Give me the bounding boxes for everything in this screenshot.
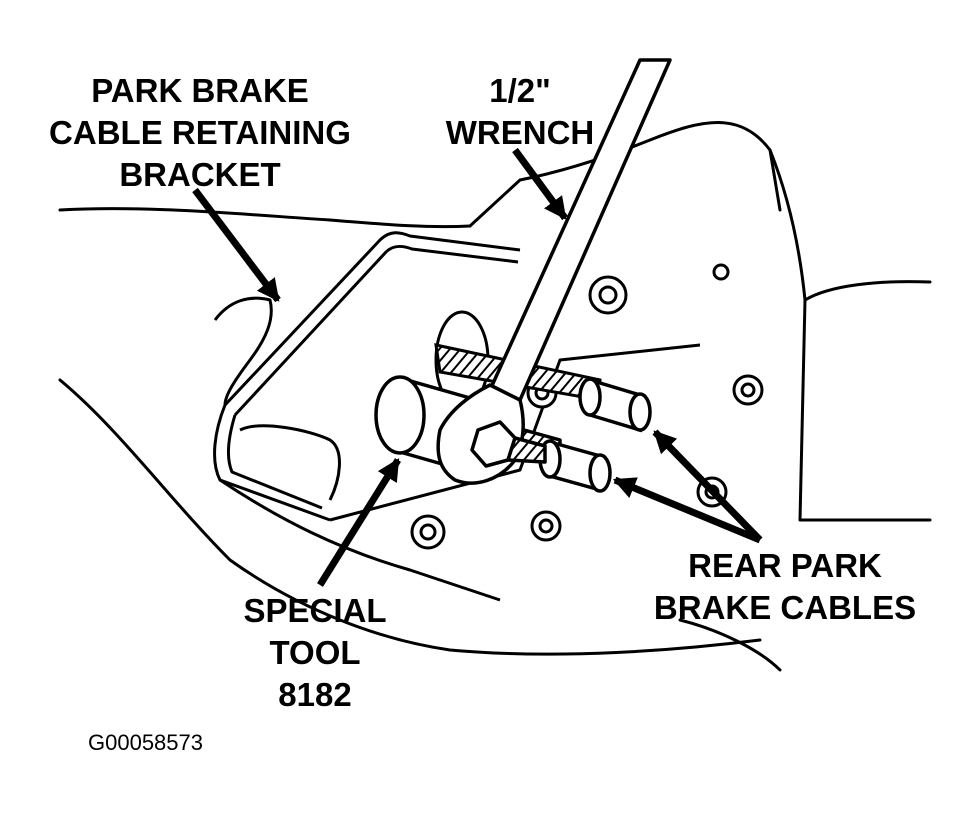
wrench-label-line-1: 1/2" xyxy=(489,72,551,109)
label-leaders xyxy=(192,147,763,587)
half-inch-wrench xyxy=(436,58,672,485)
wrench-label-line-2: WRENCH xyxy=(445,114,595,151)
cables-callout-label: REAR PARK BRAKE CABLES xyxy=(625,545,945,629)
vehicle-body-outline xyxy=(58,121,932,672)
wrench-callout-label: 1/2" WRENCH xyxy=(430,70,610,154)
tool-label-line-1: SPECIAL xyxy=(243,592,387,629)
figure-id: G00058573 xyxy=(88,730,203,755)
wrench-leader-arrow xyxy=(512,147,568,221)
cables-label-line-1: REAR PARK xyxy=(688,547,882,584)
tool-label-line-3: 8182 xyxy=(278,676,352,713)
special-tool-callout-label: SPECIAL TOOL 8182 xyxy=(225,590,405,716)
cables-label-line-2: BRAKE CABLES xyxy=(653,589,917,626)
brake-cable-ends xyxy=(538,377,652,493)
bracket-label-line-1: PARK BRAKE xyxy=(91,72,309,109)
bracket-callout-label: PARK BRAKE CABLE RETAINING BRACKET xyxy=(30,70,370,196)
special-tool-leader-arrow xyxy=(317,458,401,587)
bracket-leader-arrow xyxy=(192,187,281,303)
cable-leader-arrow-upper xyxy=(652,429,763,543)
bracket-label-line-3: BRACKET xyxy=(119,156,281,193)
bracket-label-line-2: CABLE RETAINING xyxy=(49,114,351,151)
cable-leader-arrow-lower xyxy=(612,476,762,544)
tool-label-line-2: TOOL xyxy=(269,634,361,671)
retaining-bracket xyxy=(213,231,701,602)
